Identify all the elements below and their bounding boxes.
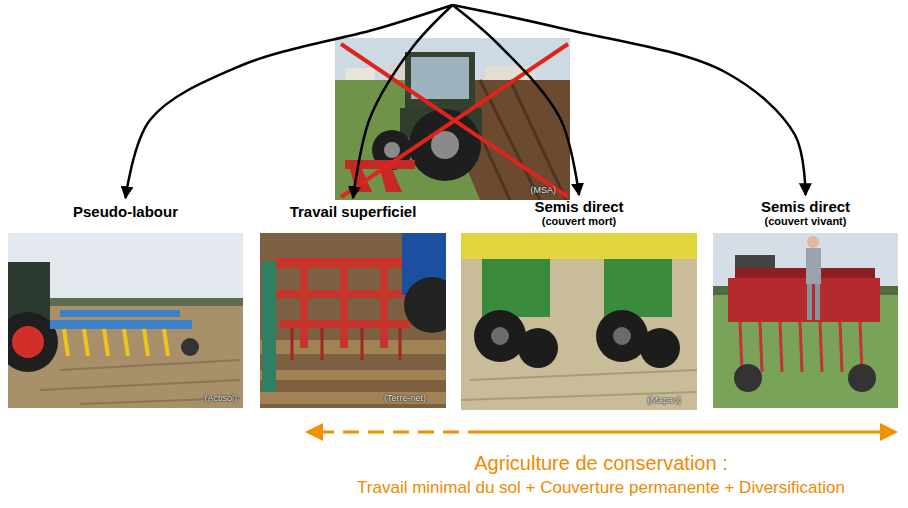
seed-drill-photo [840, 322, 842, 372]
direct-seeder-photo [470, 370, 697, 380]
ploughing-photo [411, 57, 469, 99]
cross-mark [341, 44, 568, 197]
direct-seeder-photo [613, 327, 631, 345]
method-panel: Pseudo-labour (Actisol) [8, 201, 243, 408]
method-title: Travail superficiel [290, 203, 417, 220]
cultivator-photo [124, 329, 128, 356]
seed-drill-photo [820, 322, 822, 372]
range-arrow [480, 431, 884, 434]
harrow-photo [300, 258, 308, 348]
cultivator-photo [8, 233, 243, 408]
crossed-photo-panel: (MSA) [335, 4, 570, 200]
cultivator-photo [50, 320, 192, 329]
seed-drill-photo [713, 233, 898, 408]
branch-arrow [353, 5, 453, 198]
method-panel: Semis direct(couvert vivant) [713, 198, 898, 408]
seed-drill-photo [815, 284, 820, 320]
ploughing-photo [380, 169, 402, 192]
method-title: Pseudo-labour [73, 203, 178, 220]
harrow-photo [260, 392, 446, 404]
method-title: Semis direct [761, 198, 850, 215]
direct-seeder-photo [604, 259, 672, 317]
seed-drill-photo [728, 278, 880, 322]
concept-title: Agriculture de conservation : [474, 452, 727, 475]
cultivator-photo [104, 329, 108, 356]
direct-seeder-photo [474, 310, 526, 362]
range-arrow [305, 423, 323, 441]
harrow-photo [404, 277, 446, 333]
seed-drill-photo [848, 364, 876, 392]
seed-drill-photo [807, 236, 819, 248]
harrow-photo [260, 233, 446, 408]
cultivator-photo [144, 329, 148, 356]
branch-arrow [453, 5, 806, 195]
harrow-photo [260, 340, 446, 354]
seed-drill-photo [800, 322, 802, 372]
method-panel: Semis direct(couvert mort) (Mapao) [461, 198, 697, 410]
method-subtitle: (couvert vivant) [765, 215, 847, 228]
seed-drill-photo [807, 284, 812, 320]
seed-drill-photo [760, 322, 762, 372]
cultivator-photo [84, 329, 88, 356]
ploughing-photo [384, 142, 400, 158]
seed-drill-photo [780, 322, 782, 372]
method-title: Semis direct [534, 198, 623, 215]
direct-seeder-photo [461, 233, 697, 410]
photo-credit: (Terre-net) [384, 393, 426, 404]
harrow-photo [340, 258, 348, 348]
branch-arrow [126, 5, 453, 198]
cultivator-photo [12, 326, 44, 358]
range-arrow [305, 423, 898, 441]
harrow-photo [291, 328, 294, 360]
photo-credit: (Actisol) [204, 393, 237, 404]
ploughing-photo [405, 52, 475, 110]
range-arrow [318, 431, 480, 434]
harrow-photo [361, 328, 364, 360]
direct-seeder-photo [596, 310, 648, 362]
direct-seeder-photo [461, 233, 697, 259]
seed-drill-photo [735, 268, 875, 278]
harrow-photo [260, 370, 446, 380]
direct-seeder-photo [491, 327, 509, 345]
ploughing-photo [510, 80, 566, 200]
cross-mark [341, 44, 568, 197]
cultivator-photo [164, 329, 168, 356]
ploughing-photo [345, 68, 375, 80]
cultivator-photo [64, 329, 68, 356]
direct-seeder-photo [640, 328, 680, 368]
direct-seeder-photo [461, 233, 697, 410]
branch-arrow [453, 5, 580, 195]
seed-drill-photo [740, 322, 742, 372]
cultivator-photo [181, 338, 199, 356]
direct-seeder-photo [518, 328, 558, 368]
harrow-photo [321, 328, 324, 360]
harrow-photo [380, 258, 388, 348]
photo-credit: (Mapao) [647, 395, 681, 406]
harrow-photo [399, 328, 402, 360]
ploughing-photo [345, 160, 415, 169]
photo-credit: (MSA) [531, 185, 557, 196]
seed-drill-photo [806, 248, 821, 284]
seed-drill-photo [734, 364, 762, 392]
cultivator-photo [60, 360, 240, 370]
cultivator-photo [60, 310, 180, 317]
method-panel: Travail superficiel (Terre-net) [260, 201, 446, 408]
cultivator-photo [40, 380, 240, 390]
direct-seeder-photo [482, 259, 550, 317]
range-arrow [880, 423, 898, 441]
concept-definition: Travail minimal du sol + Couverture perm… [357, 478, 845, 498]
harrow-photo [262, 262, 276, 392]
method-subtitle: (couvert mort) [542, 215, 617, 228]
